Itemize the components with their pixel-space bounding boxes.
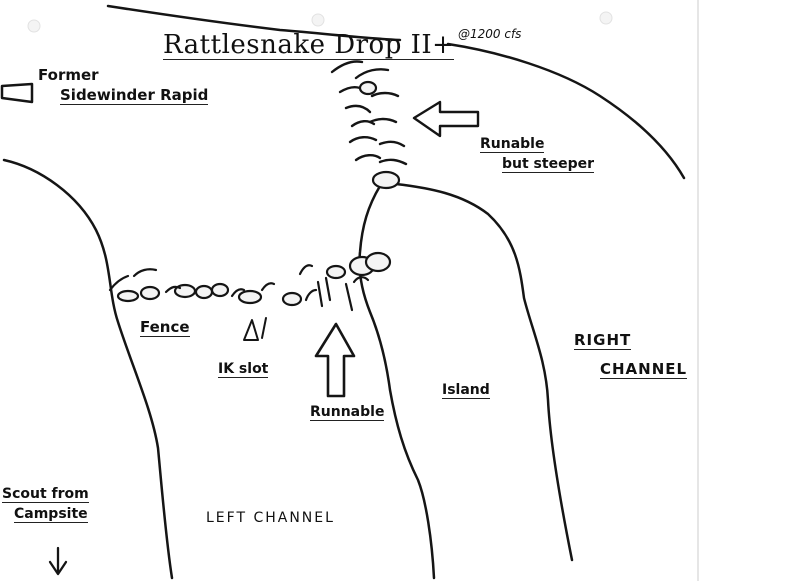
right-channel-label-line2: CHANNEL <box>600 360 688 379</box>
scout-down-arrow-icon <box>48 546 68 576</box>
ik-slot-line <box>261 317 267 339</box>
runnable-label: Runnable <box>310 404 385 421</box>
runnable-steeper-label-line2: but steeper <box>502 156 594 173</box>
upper-rapid-rocks <box>358 80 401 190</box>
flow-note: @1200 cfs <box>458 27 522 41</box>
top-bank-line <box>106 4 402 42</box>
fence-label: Fence <box>140 318 190 337</box>
binder-hole <box>311 13 325 27</box>
island-left-bank-line <box>358 184 436 580</box>
right-upper-bank-line <box>446 42 686 180</box>
right-channel-label-line1: RIGHT <box>574 331 632 350</box>
left-bank-line <box>2 158 174 580</box>
ik-slot-arrow-icon <box>243 319 259 341</box>
binder-hole <box>27 19 41 33</box>
upper-rapid-waves <box>330 60 408 166</box>
island-label: Island <box>442 382 490 399</box>
left-channel-label: LEFT CHANNEL <box>206 510 335 526</box>
former-rapid-pointer-icon <box>0 82 34 104</box>
former-rapid-label-line1: Former <box>38 66 99 84</box>
runnable-steeper-arrow-icon <box>412 100 480 138</box>
runnable-arrow-icon <box>314 322 356 398</box>
map-title: Rattlesnake Drop II+ <box>163 30 455 60</box>
ik-slot-label: IK slot <box>218 361 269 378</box>
runnable-steeper-label-line1: Runable <box>480 136 545 153</box>
scout-label-line2: Campsite <box>14 506 88 523</box>
former-rapid-label-line2: Sidewinder Rapid <box>60 86 209 105</box>
island-right-bank-line <box>394 182 574 562</box>
fence-rocks <box>116 251 392 307</box>
scout-label-line1: Scout from <box>2 486 89 503</box>
binder-hole <box>599 11 613 25</box>
fence-waves <box>108 264 370 312</box>
